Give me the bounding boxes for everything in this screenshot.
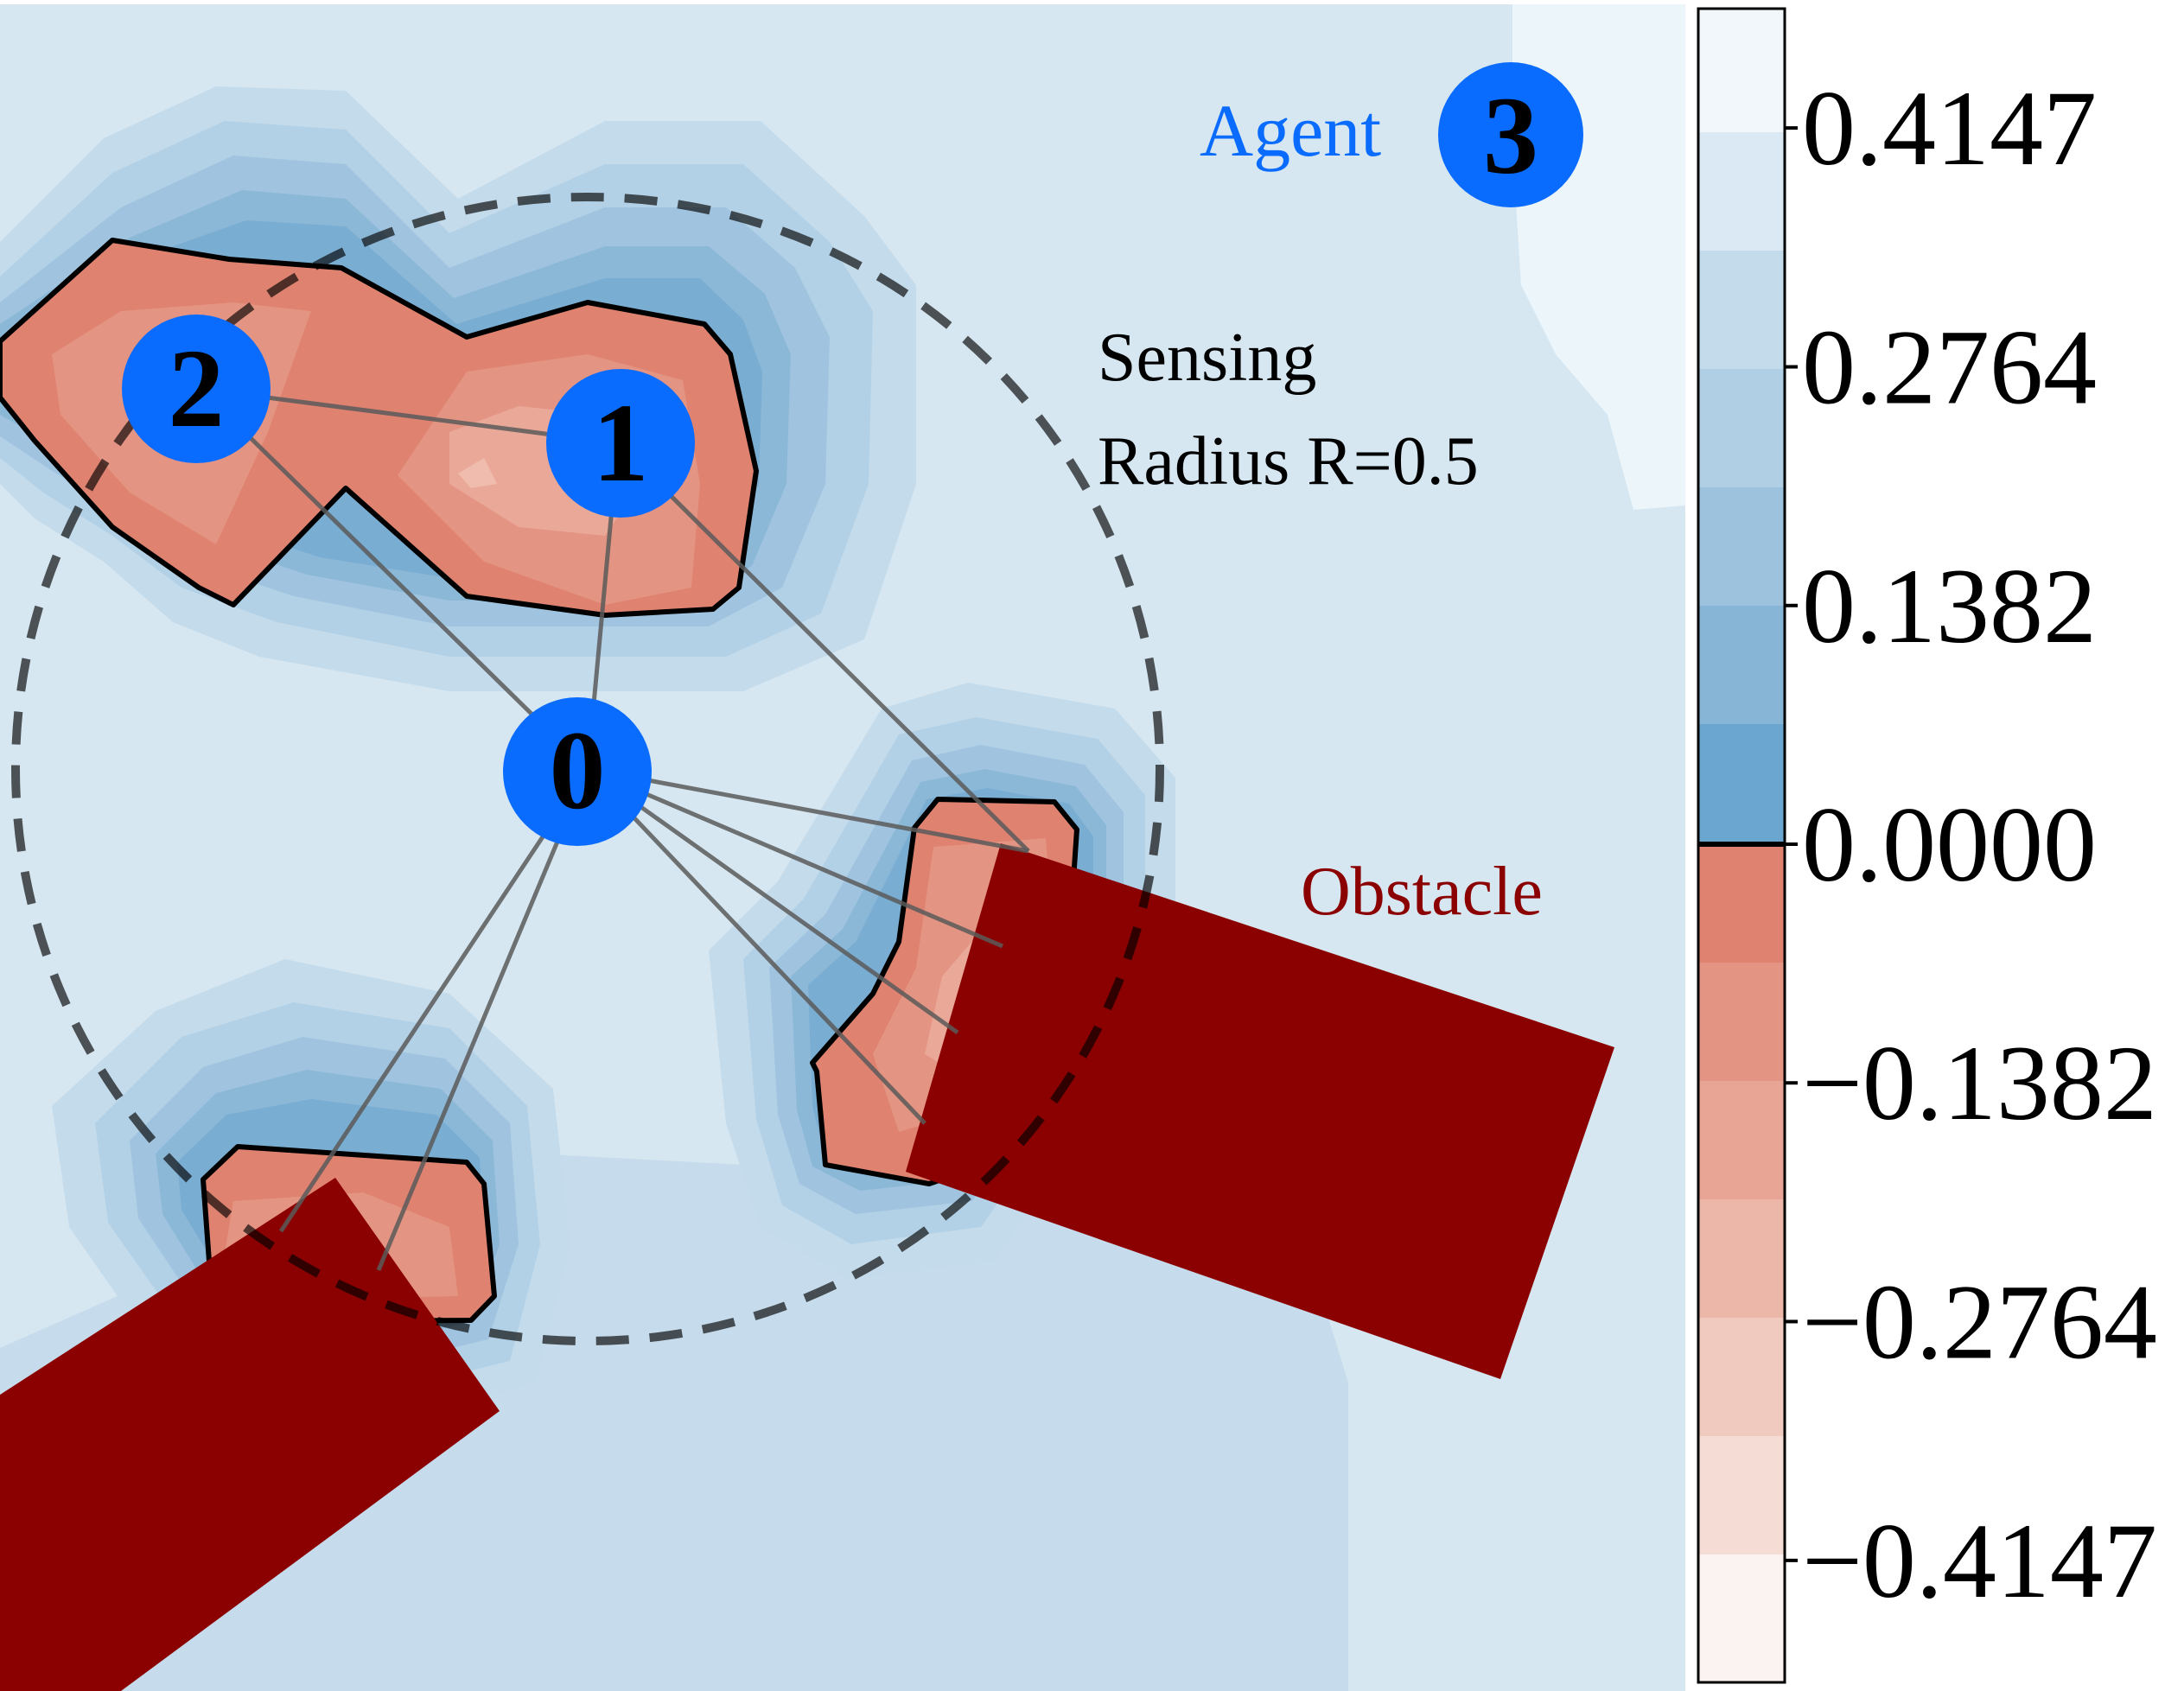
sensing-radius-circle xyxy=(11,193,1164,1345)
edge-0-b xyxy=(587,766,1003,949)
obstacle-rect-right xyxy=(906,843,1614,1379)
agent-node-0-label: 0 xyxy=(550,709,606,833)
agent-node-2: 2 xyxy=(122,315,271,463)
colorbar-ticks: 0.4147 0.2764 0.1382 0.0000 −0.1382 −0.2764 −0… xyxy=(1785,69,2157,1620)
agent-node-1-label: 1 xyxy=(593,381,649,505)
value-field-plot: 0 1 2 Agent 3 Sensing Radius R=0.5 Obsta… xyxy=(0,4,1685,1691)
agent-legend-text: Agent xyxy=(1200,89,1381,172)
colorbar-tick-label: −0.2764 xyxy=(1802,1262,2157,1381)
agent-legend-badge: 3 xyxy=(1438,62,1583,207)
agent-node-0: 0 xyxy=(503,697,652,846)
colorbar-tick-label: 0.1382 xyxy=(1802,547,2097,665)
edge-0-c xyxy=(586,766,959,1035)
edge-0-a xyxy=(587,766,1029,854)
edge-0-f xyxy=(376,768,590,1271)
obstacle-label: Obstacle xyxy=(1301,854,1543,930)
sensing-label-line1: Sensing xyxy=(1098,320,1316,396)
colorbar-tick-label: 0.4147 xyxy=(1802,69,2097,188)
colorbar: 0.4147 0.2764 0.1382 0.0000 −0.1382 −0.2764 −0… xyxy=(1697,7,2157,1684)
agent-legend-number: 3 xyxy=(1483,74,1538,197)
colorbar-tick-label: 0.2764 xyxy=(1802,308,2097,427)
edge-2-0 xyxy=(199,387,589,771)
edge-0-e xyxy=(278,767,590,1233)
agent-node-1: 1 xyxy=(546,369,695,518)
colorbar-tick-label: 0.0000 xyxy=(1802,785,2097,904)
sensing-label-line2: Radius R=0.5 xyxy=(1098,423,1479,499)
agent-node-2-label: 2 xyxy=(169,327,225,451)
edge-0-d xyxy=(586,767,926,1125)
edge-1-obstacle xyxy=(616,442,1030,853)
colorbar-bands xyxy=(1698,9,1785,1682)
colorbar-tick-label: −0.1382 xyxy=(1802,1024,2157,1142)
obstacle-rect-bottom-left xyxy=(0,1178,500,1691)
colorbar-tick-label: −0.4147 xyxy=(1802,1502,2157,1620)
